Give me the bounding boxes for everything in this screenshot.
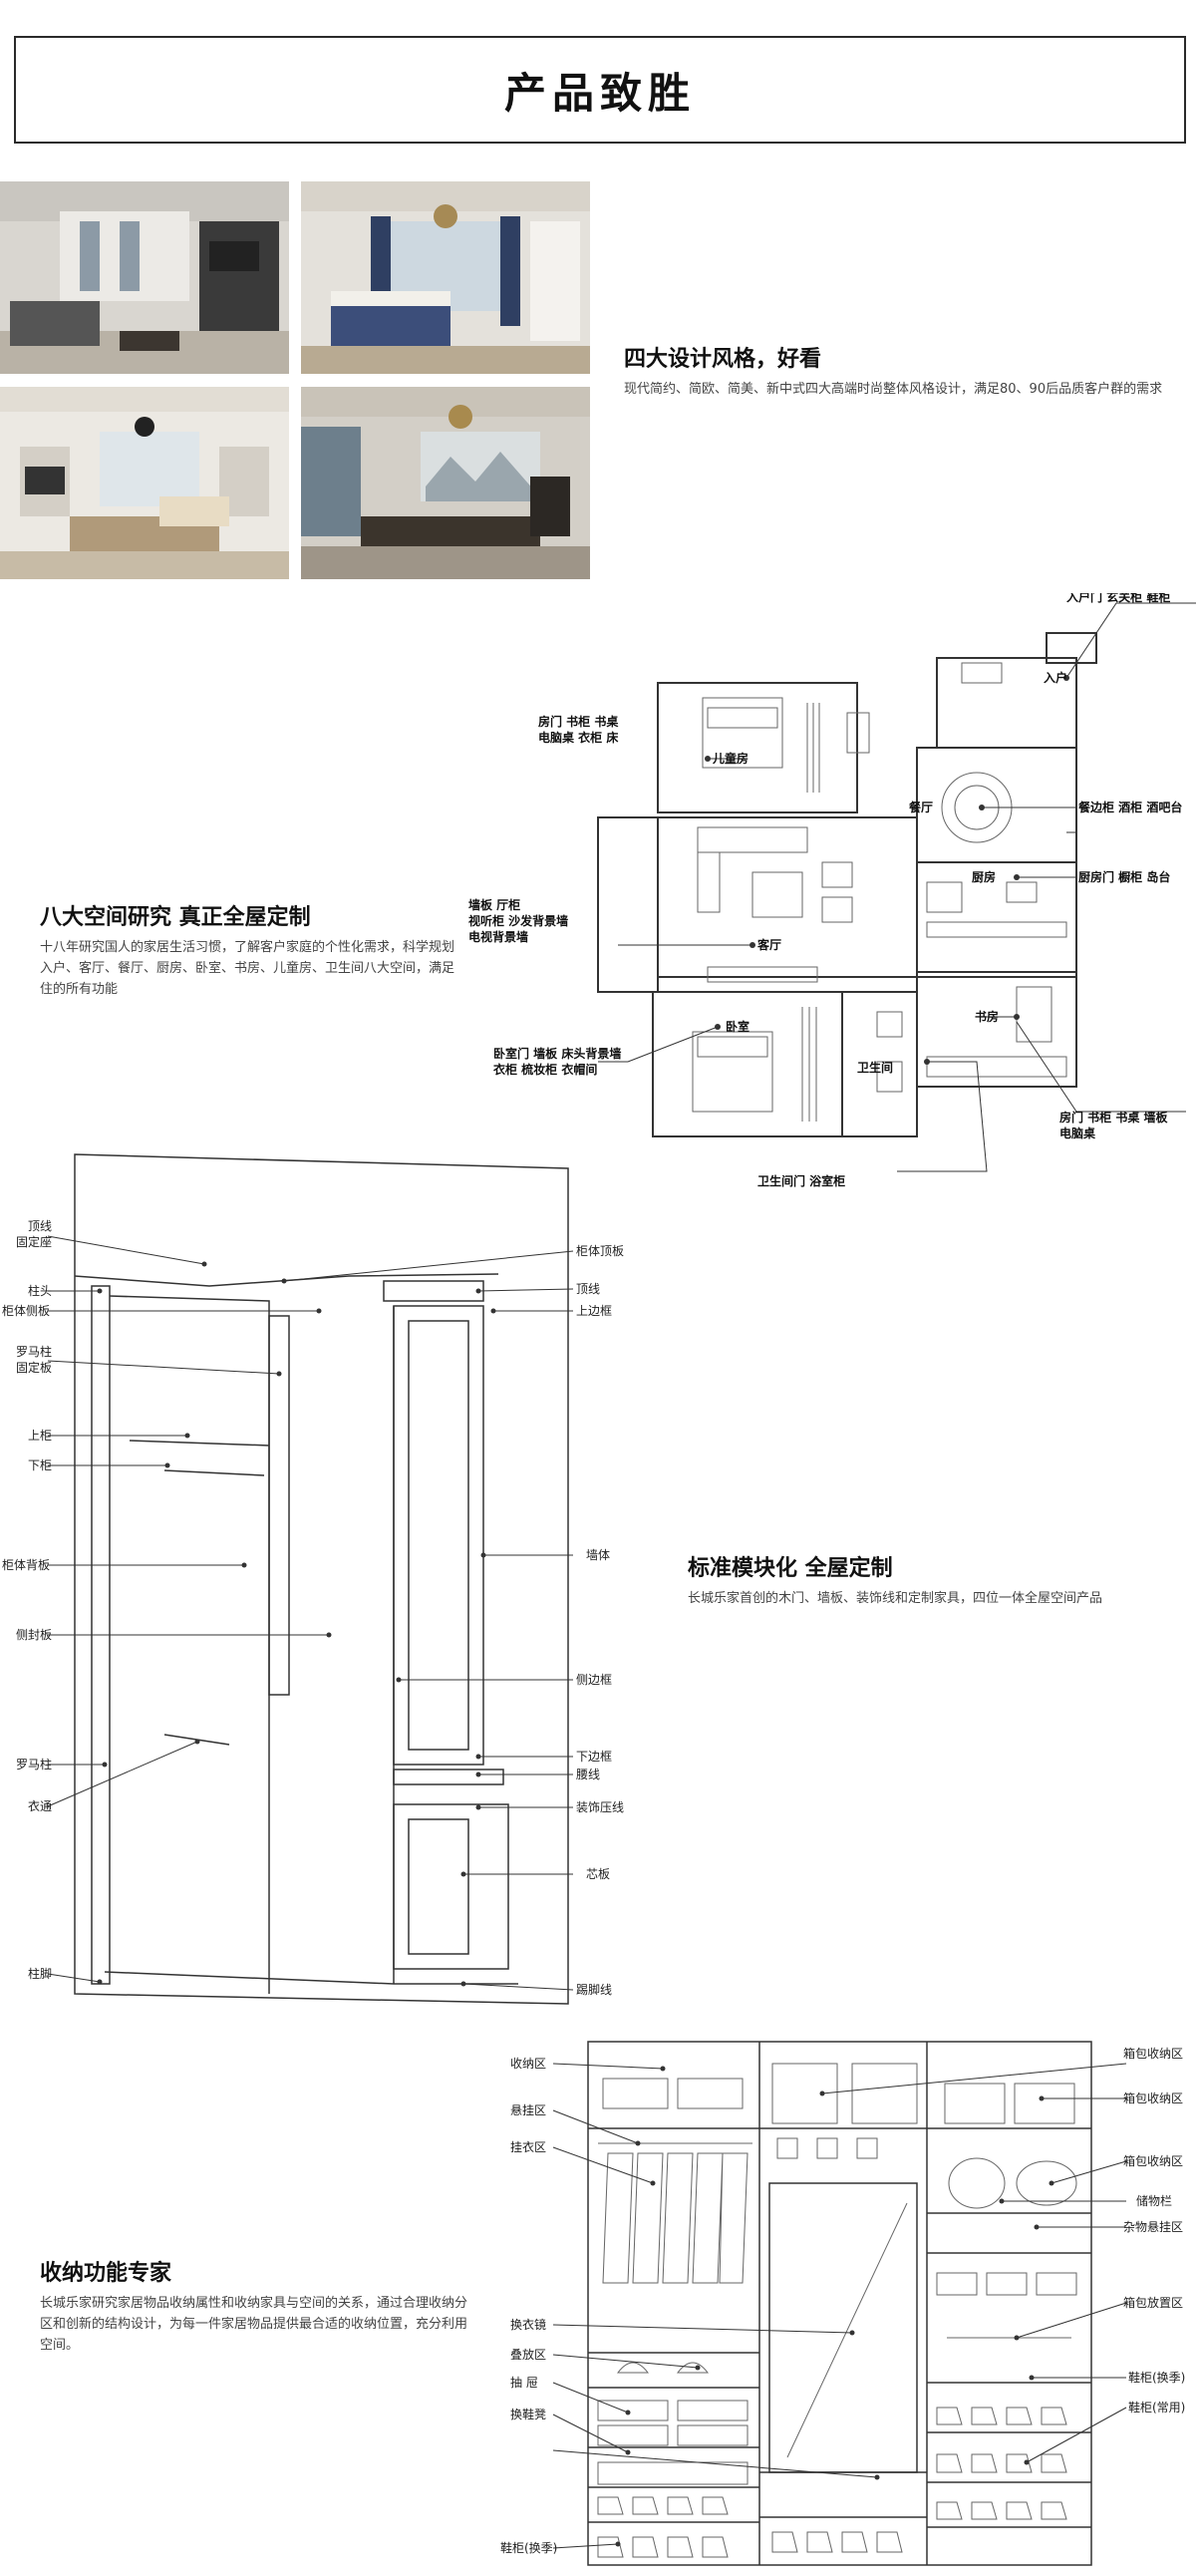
- st-shoe-season-right: 鞋柜(换季): [1128, 2370, 1185, 2385]
- spaces-desc: 十八年研究国人的家居生活习惯，了解客户家庭的个性化需求，科学规划入户、客厅、餐厅…: [40, 940, 455, 997]
- st-stool: 换鞋凳: [510, 2407, 546, 2421]
- st-misc: 杂物悬挂区: [1123, 2220, 1183, 2234]
- spaces-title: 八大空间研究 真正全屋定制: [40, 905, 311, 930]
- fp-entry-items: 入户门 玄关柜 鞋柜: [1066, 593, 1170, 604]
- wp-side-frame: 侧边框: [576, 1673, 612, 1687]
- fp-study: 书房: [975, 1009, 999, 1024]
- st-shoe-season-left: 鞋柜(换季): [500, 2540, 557, 2555]
- photo-modern-living: [0, 181, 289, 374]
- wp-top-line-fixed1: 顶线: [28, 1219, 52, 1233]
- wp-cabinet-side: 柜体侧板: [2, 1304, 50, 1318]
- fp-kids-items2: 电脑桌 衣柜 床: [538, 730, 619, 745]
- fp-study-items2: 电脑桌: [1059, 1126, 1096, 1140]
- wp-lower-frame: 下边框: [576, 1750, 612, 1764]
- st-mirror: 换衣镜: [510, 2317, 546, 2332]
- fp-bedroom-items2: 衣柜 梳妆柜 衣帽间: [493, 1062, 597, 1077]
- wp-core-panel: 芯板: [586, 1867, 610, 1881]
- storage-drawing: 收纳区 悬挂区 挂衣区 换衣镜 叠放区 抽 屉 换鞋凳 鞋柜(换季) 箱包收纳区…: [498, 2034, 1200, 2572]
- wp-roman-fixed1: 罗马柱: [16, 1344, 52, 1359]
- fp-entry: 入户: [1044, 670, 1067, 685]
- fp-living-items1: 墙板 厅柜: [468, 897, 520, 912]
- st-drawer: 抽 屉: [510, 2376, 538, 2390]
- wp-cabinet-top: 柜体顶板: [576, 1244, 624, 1258]
- wp-roman-column: 罗马柱: [16, 1757, 52, 1771]
- wp-roman-fixed2: 固定板: [16, 1360, 52, 1375]
- fp-bedroom: 卧室: [726, 1019, 750, 1034]
- wall-panel-drawing: 顶线 固定座 柱头 柜体侧板 罗马柱 固定板 上柜 下柜 柜体背板 侧封板 罗马…: [0, 1146, 678, 2014]
- fp-bath-items: 卫生间门 浴室柜: [757, 1173, 845, 1188]
- styles-title: 四大设计风格，好看: [624, 347, 822, 372]
- fp-dining: 餐厅: [909, 800, 933, 814]
- photo-american-living: [0, 387, 289, 579]
- st-clothes-area: 挂衣区: [510, 2139, 546, 2154]
- wp-column-head: 柱头: [28, 1283, 52, 1298]
- photo-euro-bedroom: [301, 181, 590, 374]
- header-box: 产品致胜: [14, 36, 1186, 144]
- fp-dining-items: 餐边柜 酒柜 酒吧台: [1078, 800, 1182, 814]
- st-bag-place: 箱包放置区: [1123, 2295, 1183, 2310]
- wp-column-foot: 柱脚: [28, 1966, 52, 1981]
- wp-top-line: 顶线: [576, 1282, 600, 1296]
- wp-deco-line: 装饰压线: [576, 1800, 624, 1814]
- st-storage-area: 收纳区: [510, 2057, 546, 2071]
- wp-upper-frame: 上边框: [576, 1304, 612, 1318]
- page-title: 产品致胜: [503, 68, 696, 118]
- fp-living: 客厅: [756, 937, 781, 952]
- storage-desc: 长城乐家研究家居物品收纳属性和收纳家具与空间的关系，通过合理收纳分区和创新的结构…: [40, 2296, 468, 2353]
- modular-desc: 长城乐家首创的木门、墙板、装饰线和定制家具，四位一体全屋空间产品: [688, 1591, 1103, 1606]
- photo-chinese-living: [301, 387, 590, 579]
- wp-clothes-rod: 衣通: [28, 1798, 52, 1813]
- st-rack: 储物栏: [1136, 2193, 1172, 2208]
- wp-waist-line: 腰线: [576, 1768, 600, 1781]
- fp-bath: 卫生间: [857, 1060, 893, 1075]
- st-bag3: 箱包收纳区: [1123, 2153, 1183, 2168]
- wp-lower-cabinet: 下柜: [28, 1458, 52, 1472]
- st-hanging-area: 悬挂区: [510, 2103, 546, 2117]
- st-bag1: 箱包收纳区: [1123, 2046, 1183, 2061]
- fp-kids: 儿童房: [712, 751, 749, 766]
- fp-living-items3: 电视背景墙: [468, 929, 528, 944]
- wp-cabinet-back: 柜体背板: [2, 1558, 50, 1572]
- fp-bedroom-items1: 卧室门 墙板 床头背景墙: [493, 1046, 621, 1061]
- wp-side-seal: 侧封板: [16, 1628, 52, 1642]
- fp-study-items1: 房门 书柜 书桌 墙板: [1059, 1110, 1169, 1125]
- fp-kitchen-items: 厨房门 橱柜 岛台: [1078, 869, 1170, 884]
- storage-title: 收纳功能专家: [40, 2261, 172, 2286]
- fp-kitchen: 厨房: [972, 869, 996, 884]
- styles-desc: 现代简约、简欧、简美、新中式四大高端时尚整体风格设计，满足80、90后品质客户群…: [624, 382, 1163, 397]
- floor-plan-drawing: 入户门 玄关柜 鞋柜 入户 房门 书柜 书桌 电脑桌 衣柜 床 儿童房 餐厅 餐…: [458, 593, 1200, 1206]
- modular-title: 标准模块化 全屋定制: [688, 1556, 893, 1581]
- st-bag2: 箱包收纳区: [1123, 2091, 1183, 2105]
- wp-skirting: 踢脚线: [576, 1982, 612, 1997]
- wp-top-line-fixed2: 固定座: [16, 1234, 52, 1249]
- st-fold-area: 叠放区: [510, 2347, 546, 2362]
- st-shoe-daily: 鞋柜(常用): [1128, 2400, 1185, 2415]
- wp-upper-cabinet: 上柜: [28, 1429, 52, 1443]
- fp-living-items2: 视听柜 沙发背景墙: [468, 913, 568, 928]
- fp-kids-items1: 房门 书柜 书桌: [538, 714, 619, 729]
- wp-wall: 墙体: [586, 1548, 610, 1562]
